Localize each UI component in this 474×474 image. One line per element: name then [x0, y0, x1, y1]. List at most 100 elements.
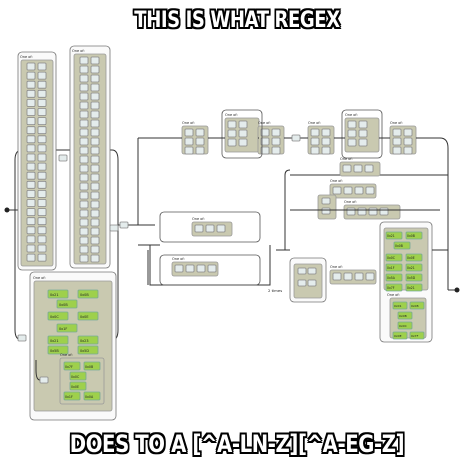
char-box: [195, 128, 205, 137]
hex-label: 0x5A: [387, 276, 396, 280]
char-box: [310, 128, 320, 137]
char-box: [79, 254, 89, 263]
hex-box: [397, 321, 413, 330]
char-box: [79, 182, 89, 191]
char-box: [184, 128, 194, 137]
one-of-label: One of:: [390, 121, 403, 125]
char-box: [26, 180, 36, 189]
char-box: [58, 154, 68, 162]
hex-box: [385, 253, 403, 262]
start-dot: [4, 207, 10, 213]
char-box: [79, 137, 89, 146]
one-of-label: One of:: [345, 113, 358, 117]
hex-box: [385, 263, 403, 272]
char-box: [403, 137, 413, 146]
choice-panel: [171, 261, 219, 277]
repeat-label: 2 times: [268, 288, 282, 293]
char-box: [79, 146, 89, 155]
char-box: [90, 74, 100, 83]
char-box: [90, 191, 100, 200]
char-box: [26, 89, 36, 98]
hex-box: [69, 381, 87, 391]
group-border: [159, 254, 261, 286]
char-box: [403, 146, 413, 155]
char-box: [37, 253, 47, 262]
one-of-label: One of:: [33, 276, 46, 280]
char-box: [90, 254, 100, 263]
char-box: [90, 164, 100, 173]
char-box: [26, 108, 36, 116]
char-box: [26, 80, 36, 89]
hex-box: [393, 241, 411, 250]
char-box: [343, 186, 353, 195]
hex-box: [77, 311, 99, 321]
char-box: [184, 137, 194, 146]
char-box: [297, 279, 307, 287]
char-box: [90, 173, 100, 182]
choice-panel: [329, 183, 377, 199]
char-box: [79, 164, 89, 173]
char-box: [37, 117, 47, 125]
hex-box: [56, 299, 78, 309]
char-box: [90, 119, 100, 128]
char-box: [227, 138, 237, 147]
one-of-label: One of:: [258, 121, 271, 125]
hex-box: [47, 345, 69, 355]
char-box: [216, 224, 226, 233]
hex-label: 0x7F: [411, 334, 419, 338]
char-box: [39, 376, 49, 384]
char-box: [79, 227, 89, 236]
char-box: [347, 138, 357, 147]
char-box: [297, 267, 307, 275]
one-of-label: One of:: [182, 121, 195, 125]
char-box: [90, 236, 100, 245]
hex-label: 0x0E: [80, 315, 88, 319]
char-box: [26, 126, 36, 135]
char-box: [392, 128, 402, 137]
hex-label: 0x0A: [85, 395, 94, 399]
hex-box: [63, 361, 81, 371]
char-box: [194, 224, 204, 233]
char-box: [403, 128, 413, 137]
hex-box: [77, 289, 99, 299]
top-caption: THIS IS WHAT REGEX: [134, 8, 340, 33]
hex-label: 0x7F: [387, 286, 395, 290]
char-box: [90, 92, 100, 101]
char-box: [260, 128, 270, 137]
bottom-caption: DOES TO A [^A-LN-Z][^A-EG-Z]: [69, 430, 405, 458]
char-box: [174, 264, 184, 273]
char-box: [90, 128, 100, 137]
char-box: [37, 171, 47, 180]
char-box: [227, 120, 237, 129]
char-box: [79, 83, 89, 92]
char-box: [90, 209, 100, 218]
char-box: [37, 89, 47, 98]
char-box: [379, 207, 389, 216]
hex-box: [63, 391, 81, 401]
one-of-label: One of:: [308, 121, 321, 125]
char-box: [26, 162, 36, 171]
char-box: [321, 128, 331, 137]
char-box: [238, 120, 248, 129]
hex-box: [385, 273, 403, 282]
char-box: [392, 146, 402, 155]
char-box: [185, 264, 195, 273]
hex-label: 0x0C: [399, 324, 407, 328]
char-box: [79, 200, 89, 209]
char-box: [79, 74, 89, 83]
char-box: [37, 126, 47, 135]
char-box: [342, 164, 352, 173]
group-border: [341, 109, 383, 159]
char-box: [79, 236, 89, 245]
char-box: [37, 235, 47, 244]
hex-label: 0x0B: [85, 365, 93, 369]
char-box: [358, 129, 368, 138]
char-box: [343, 272, 353, 281]
loop-path: [439, 137, 449, 290]
char-box: [26, 189, 36, 198]
char-box: [37, 80, 47, 89]
hex-label: 0x21: [407, 266, 415, 270]
hex-box: [47, 289, 69, 299]
char-box: [79, 56, 89, 65]
